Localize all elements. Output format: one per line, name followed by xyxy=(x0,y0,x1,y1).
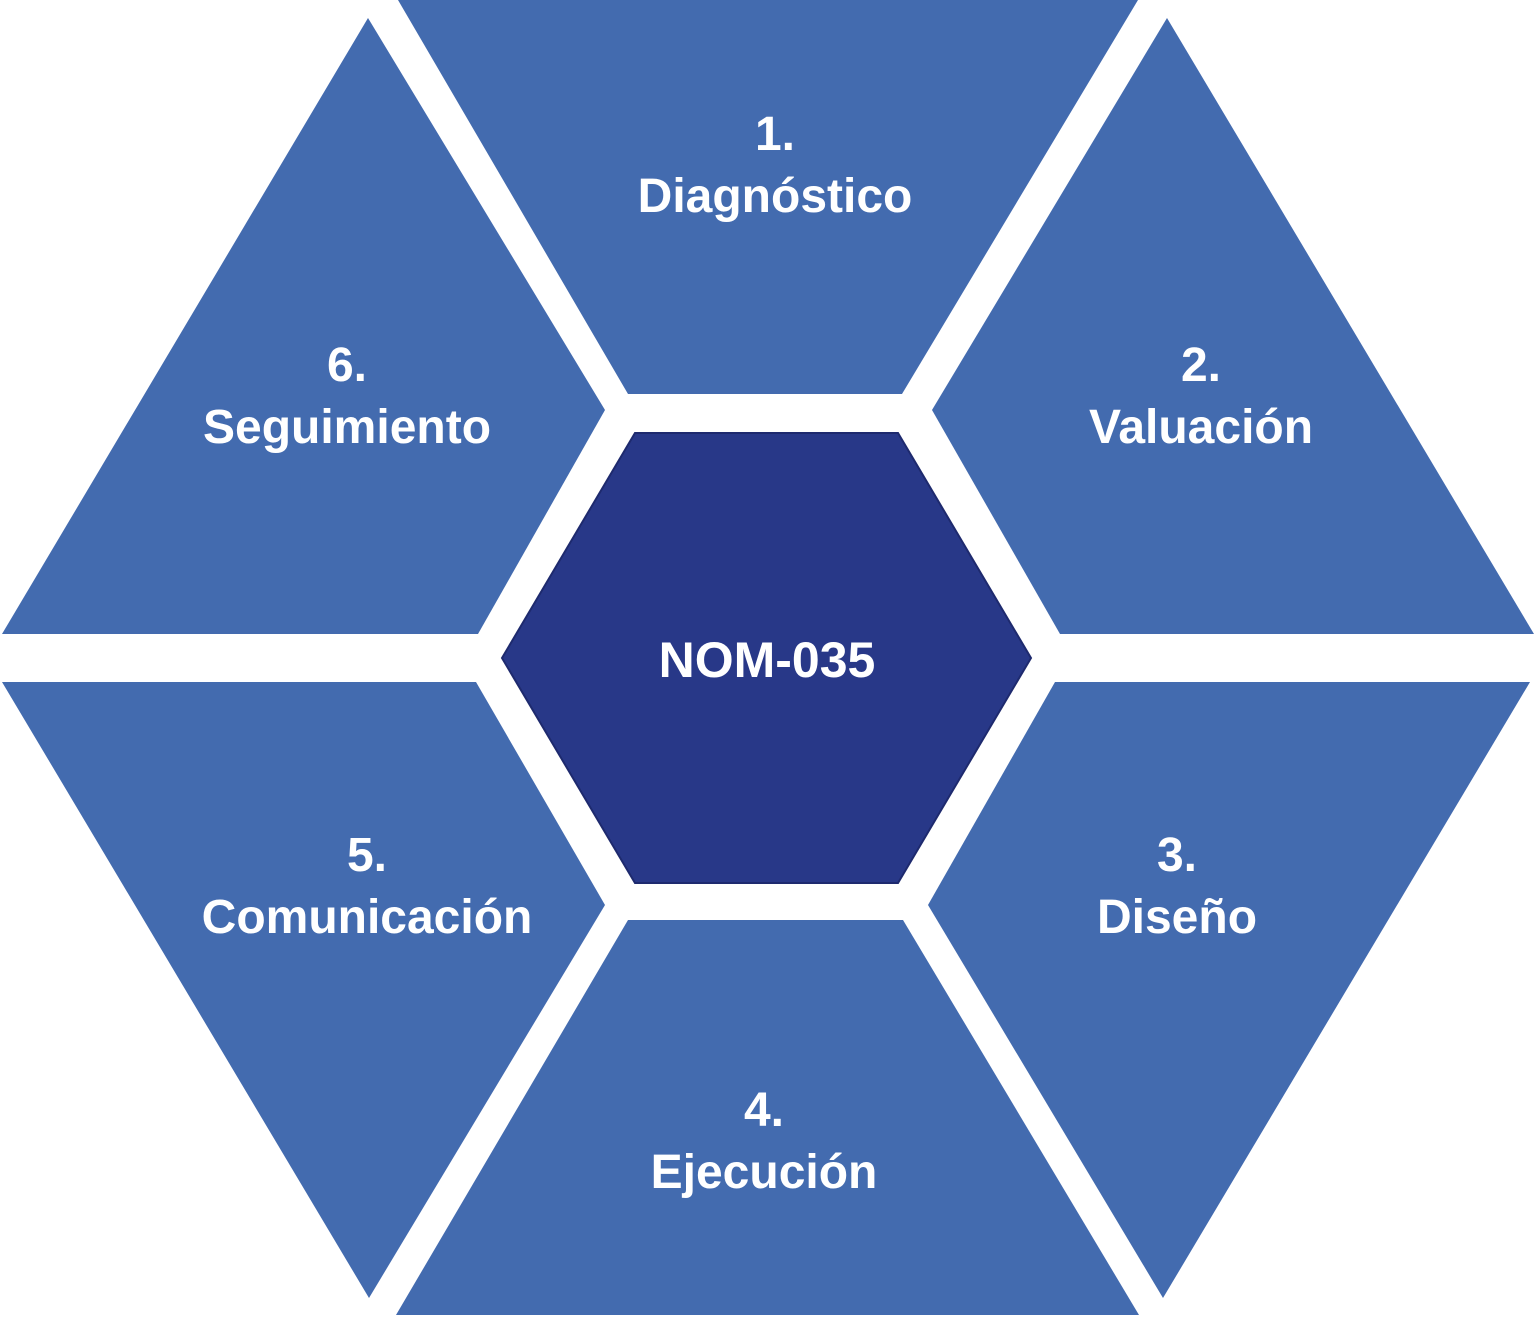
segment-6-title: Seguimiento xyxy=(202,401,492,454)
center-hexagon-shape xyxy=(500,432,1033,884)
segment-4-number: 4. xyxy=(743,1084,785,1137)
segment-2-valuacion: 2. Valuación xyxy=(1089,335,1313,459)
segment-5-title: Comunicación xyxy=(201,891,533,944)
segment-1-shape xyxy=(398,0,1138,394)
segment-5-number: 5. xyxy=(346,829,388,882)
segment-6-number: 6. xyxy=(326,339,368,392)
segment-2-title: Valuación xyxy=(1088,401,1314,454)
segment-6-shape xyxy=(2,18,605,634)
segment-4-title: Ejecución xyxy=(650,1146,878,1199)
segment-4-shape xyxy=(396,920,1139,1315)
segment-1-number: 1. xyxy=(754,108,796,161)
segment-3-number: 3. xyxy=(1156,829,1198,882)
segment-3-shape xyxy=(928,682,1530,1298)
segment-1-title: Diagnóstico xyxy=(637,170,913,223)
segment-2-shape xyxy=(932,18,1534,634)
segment-1-diagnostico: 1. Diagnóstico xyxy=(638,104,913,228)
segment-6-seguimiento: 6. Seguimiento xyxy=(203,335,491,459)
segment-2-number: 2. xyxy=(1180,339,1222,392)
segment-4-ejecucion: 4. Ejecución xyxy=(651,1080,878,1204)
segment-3-title: Diseño xyxy=(1096,891,1258,944)
segment-5-shape xyxy=(2,682,605,1298)
segment-3-diseno: 3. Diseño xyxy=(1097,825,1257,949)
center-label-nom-035: NOM-035 xyxy=(658,632,876,688)
segment-5-comunicacion: 5. Comunicación xyxy=(202,825,533,949)
